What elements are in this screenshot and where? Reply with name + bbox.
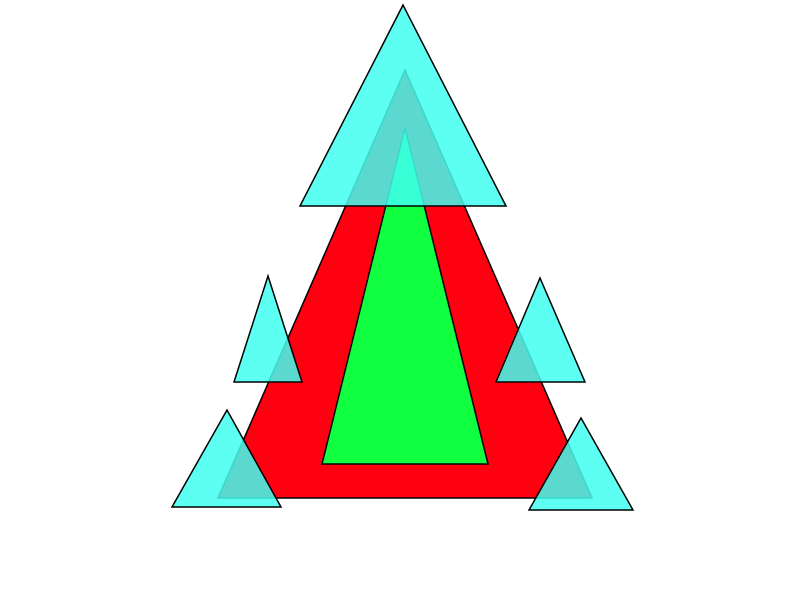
right-upper-cyan-triangle (494, 276, 587, 383)
top-cyan-triangle (298, 3, 508, 207)
right-lower-cyan-triangle (527, 416, 635, 511)
left-upper-cyan-triangle (232, 273, 304, 383)
left-lower-cyan-triangle (170, 408, 283, 508)
inner-green-triangle (321, 127, 489, 465)
